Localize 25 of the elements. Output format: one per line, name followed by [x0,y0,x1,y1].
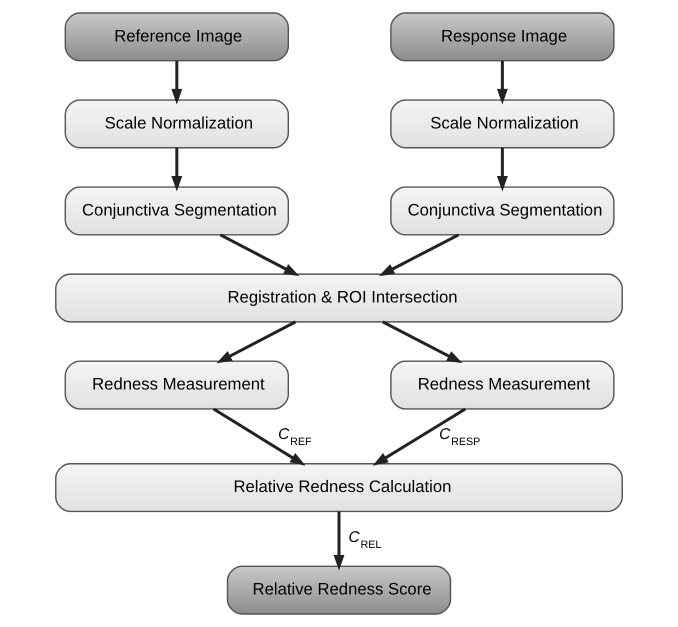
arrow [382,320,462,364]
arrow [334,512,344,570]
arrow [220,234,300,276]
arrow [378,234,460,276]
arrow [496,60,508,104]
node-box: Scale Normalization [64,99,290,148]
node-box: Relative Redness Calculation [55,463,623,512]
node-box: Conjunctiva Segmentation [390,186,615,236]
arrow [171,60,182,104]
node-box: Conjunctiva Segmentation [64,186,290,236]
arrow [216,320,296,364]
arrow [171,148,182,192]
node-box: Redness Measurement [390,360,615,410]
node-box: Registration & ROI Intersection [55,273,623,323]
node-box: Reference Image [64,12,290,62]
edge-label: C$_{REL}$ [348,528,382,551]
arrow [372,408,466,466]
edge-label: C$_{RESP}$ [439,426,480,448]
edge-label: C$_{REF}$ [278,426,312,448]
node-box: Response Image [390,12,615,62]
node-box: Relative Redness Score [226,566,452,615]
arrow [212,408,306,466]
node-box: Scale Normalization [390,99,615,148]
node-box: Redness Measurement [64,360,290,410]
arrow [496,148,508,192]
